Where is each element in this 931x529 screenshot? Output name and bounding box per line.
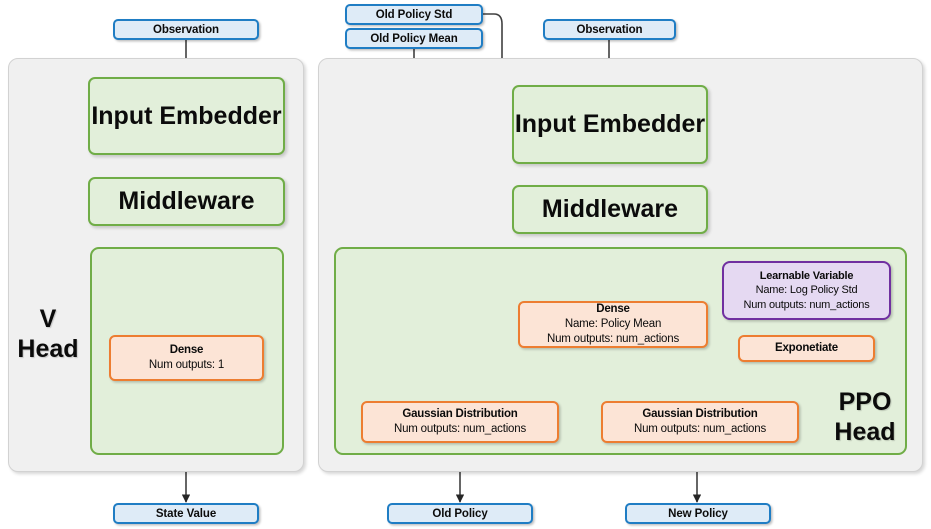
op-gaussian-distribution-old-sub: Num outputs: num_actions (394, 423, 526, 435)
variable-log-policy-std[interactable]: Learnable Variable Name: Log Policy Std … (722, 261, 891, 320)
io-old-policy-mean[interactable]: Old Policy Mean (345, 28, 483, 49)
io-new-policy[interactable]: New Policy (625, 503, 771, 524)
io-old-policy-std[interactable]: Old Policy Std (345, 4, 483, 25)
op-dense-policy-mean-sub1: Name: Policy Mean (564, 318, 662, 331)
op-dense-v-sub: Num outputs: 1 (148, 359, 225, 371)
module-middleware-ppo-label: Middleware (541, 195, 679, 223)
module-input-embedder-v-label: Input Embedder (91, 101, 282, 130)
v-head-caption-line2: Head (17, 334, 79, 363)
op-gaussian-distribution-new-sub: Num outputs: num_actions (634, 423, 766, 435)
module-middleware-v-label: Middleware (118, 187, 255, 215)
op-dense-policy-mean-title: Dense (596, 303, 630, 316)
v-head-caption-line1: V (39, 305, 57, 333)
op-gaussian-distribution-new-title: Gaussian Distribution (642, 408, 758, 421)
variable-log-policy-std-title: Learnable Variable (759, 270, 854, 283)
io-observation-v-label: Observation (152, 23, 219, 36)
module-middleware-v[interactable]: Middleware (88, 177, 285, 226)
io-state-value-label: State Value (155, 507, 217, 520)
op-gaussian-distribution-old[interactable]: Gaussian Distribution Num outputs: num_a… (361, 401, 559, 443)
variable-log-policy-std-sub2: Num outputs: num_actions (743, 298, 870, 311)
ppo-head-caption: PPO Head (820, 388, 910, 447)
op-dense-v[interactable]: Dense Num outputs: 1 (109, 335, 264, 381)
io-old-policy[interactable]: Old Policy (387, 503, 533, 524)
module-middleware-ppo[interactable]: Middleware (512, 185, 708, 234)
module-input-embedder-v[interactable]: Input Embedder (88, 77, 285, 155)
io-state-value[interactable]: State Value (113, 503, 259, 524)
op-gaussian-distribution-old-title: Gaussian Distribution (402, 408, 518, 421)
io-old-policy-std-label: Old Policy Std (375, 8, 453, 21)
io-new-policy-label: New Policy (668, 507, 728, 520)
op-exponentiate[interactable]: Exponetiate (738, 335, 875, 362)
op-dense-v-title: Dense (169, 344, 204, 357)
ppo-head-caption-line1: PPO (838, 388, 892, 416)
io-old-policy-mean-label: Old Policy Mean (370, 32, 458, 45)
op-gaussian-distribution-new[interactable]: Gaussian Distribution Num outputs: num_a… (601, 401, 799, 443)
op-dense-policy-mean[interactable]: Dense Name: Policy Mean Num outputs: num… (518, 301, 708, 348)
module-input-embedder-ppo[interactable]: Input Embedder (512, 85, 708, 164)
variable-log-policy-std-sub1: Name: Log Policy Std (755, 284, 858, 297)
op-exponentiate-title: Exponetiate (775, 342, 838, 355)
v-head-caption: V Head (12, 305, 84, 364)
io-observation-ppo-label: Observation (576, 23, 643, 36)
op-dense-policy-mean-sub2: Num outputs: num_actions (547, 332, 679, 345)
ppo-head-caption-line2: Head (834, 417, 896, 446)
module-input-embedder-ppo-label: Input Embedder (514, 110, 706, 138)
io-old-policy-label: Old Policy (432, 507, 488, 520)
io-observation-ppo[interactable]: Observation (543, 19, 676, 40)
io-observation-v[interactable]: Observation (113, 19, 259, 40)
